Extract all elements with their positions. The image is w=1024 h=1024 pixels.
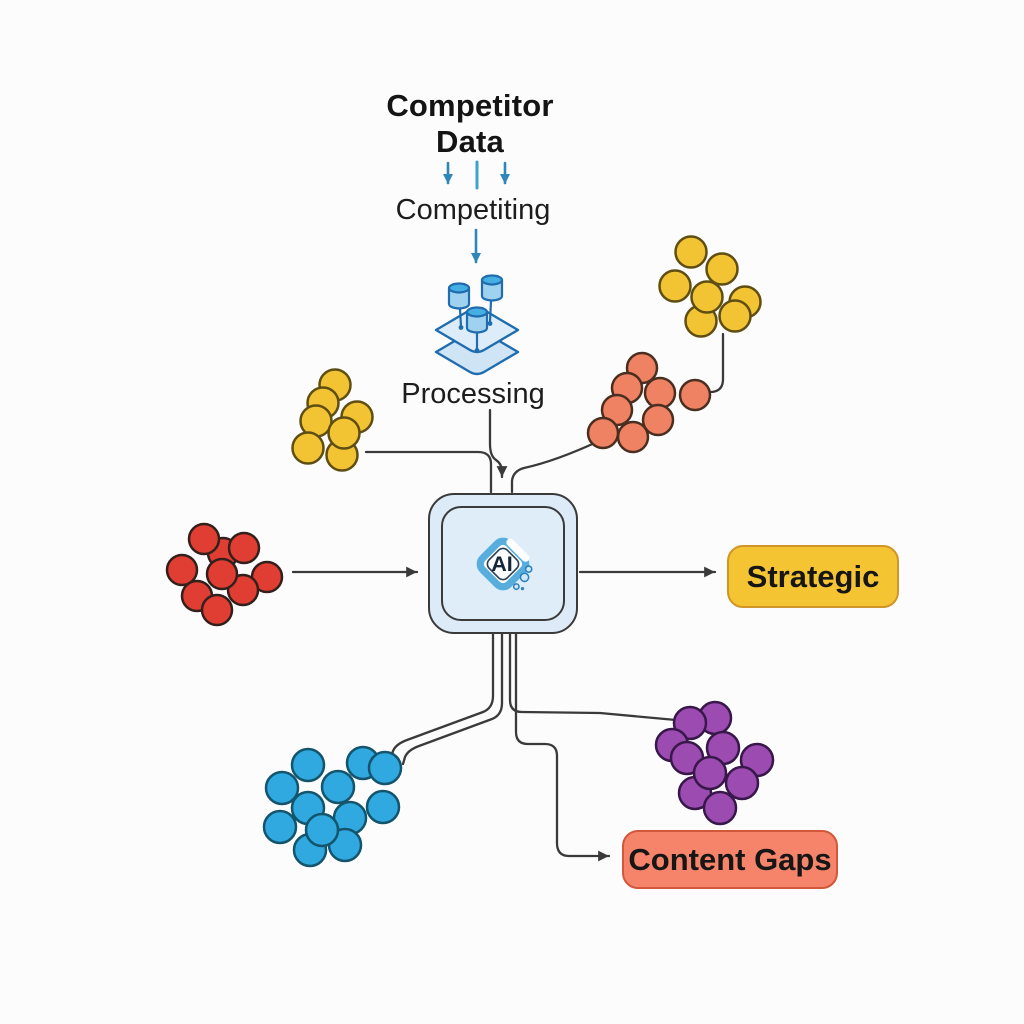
cluster-red-node [200,593,234,627]
cluster-yellow-left-node [291,431,325,465]
cluster-blue-node [367,750,403,786]
cluster-orange [586,351,712,454]
yellow-left-to-ai [364,450,493,494]
cluster-purple-node [702,790,738,826]
ai-engine-box: AI [428,493,578,634]
ai-label: AI [491,551,513,576]
cluster-blue-node [320,769,356,805]
cluster-red [165,522,284,627]
cluster-red-node [187,522,221,556]
cluster-yellow-topright-node [705,252,739,286]
cluster-purple-node [724,765,760,801]
title-line-1: Competitor [386,88,554,123]
cluster-orange-node [678,378,712,412]
cluster-yellow-left [291,368,374,472]
cluster-red-node [165,553,199,587]
chip-ribbon-highlight [506,538,530,562]
cluster-blue-node [290,747,326,783]
content-gaps-label: Content Gaps [628,841,832,877]
database-node-left [447,282,471,330]
ai-to-blue-1 [389,632,495,760]
cluster-blue-node [304,812,340,848]
title-line-2: Data [436,124,504,159]
processing-to-ai [488,408,508,479]
cluster-yellow-topright-node [674,235,708,269]
cluster-yellow-topright-node [690,280,724,314]
chip-core [486,547,520,580]
ai-chip-icon: AI [476,537,533,590]
cluster-orange-node [616,420,650,454]
cluster-yellow-topright-node [718,299,752,333]
cluster-yellow-left-node [327,416,361,450]
cluster-yellow-topright-node [658,269,692,303]
cluster-yellow-topright [658,235,762,338]
content-gaps-output-box: Content Gaps [622,830,838,889]
database-node-right [480,274,504,326]
cluster-orange-node [643,376,677,410]
orange-to-ai [510,439,601,494]
cluster-blue-node [262,809,298,845]
processing-layers-icon [434,274,520,376]
cluster-red-node [227,531,261,565]
ai-to-contentgaps [514,632,611,862]
database-node-middle [465,306,489,353]
ai-engine-box-inner: AI [441,506,565,621]
stage-label-processing: Processing [401,378,545,410]
ai-to-blue-2 [401,632,504,766]
page-title: Competitor Data [320,88,620,160]
cluster-purple [654,700,775,826]
cluster-blue-node [264,770,300,806]
strategic-output-box: Strategic [727,545,899,608]
connector-layer [291,160,725,862]
cluster-purple-node [692,755,728,791]
strategic-label: Strategic [746,558,880,594]
cluster-layer [165,235,775,868]
cluster-blue-node [365,789,401,825]
stage-label-competing: Competiting [395,194,551,226]
cluster-orange-node [641,403,675,437]
ai-to-purple [508,632,678,722]
cluster-red-node [205,557,239,591]
yellow-topright-to-orange [706,332,725,394]
cluster-orange-node [586,416,620,450]
chip-bubbles [512,564,533,590]
cluster-blue [262,745,403,868]
